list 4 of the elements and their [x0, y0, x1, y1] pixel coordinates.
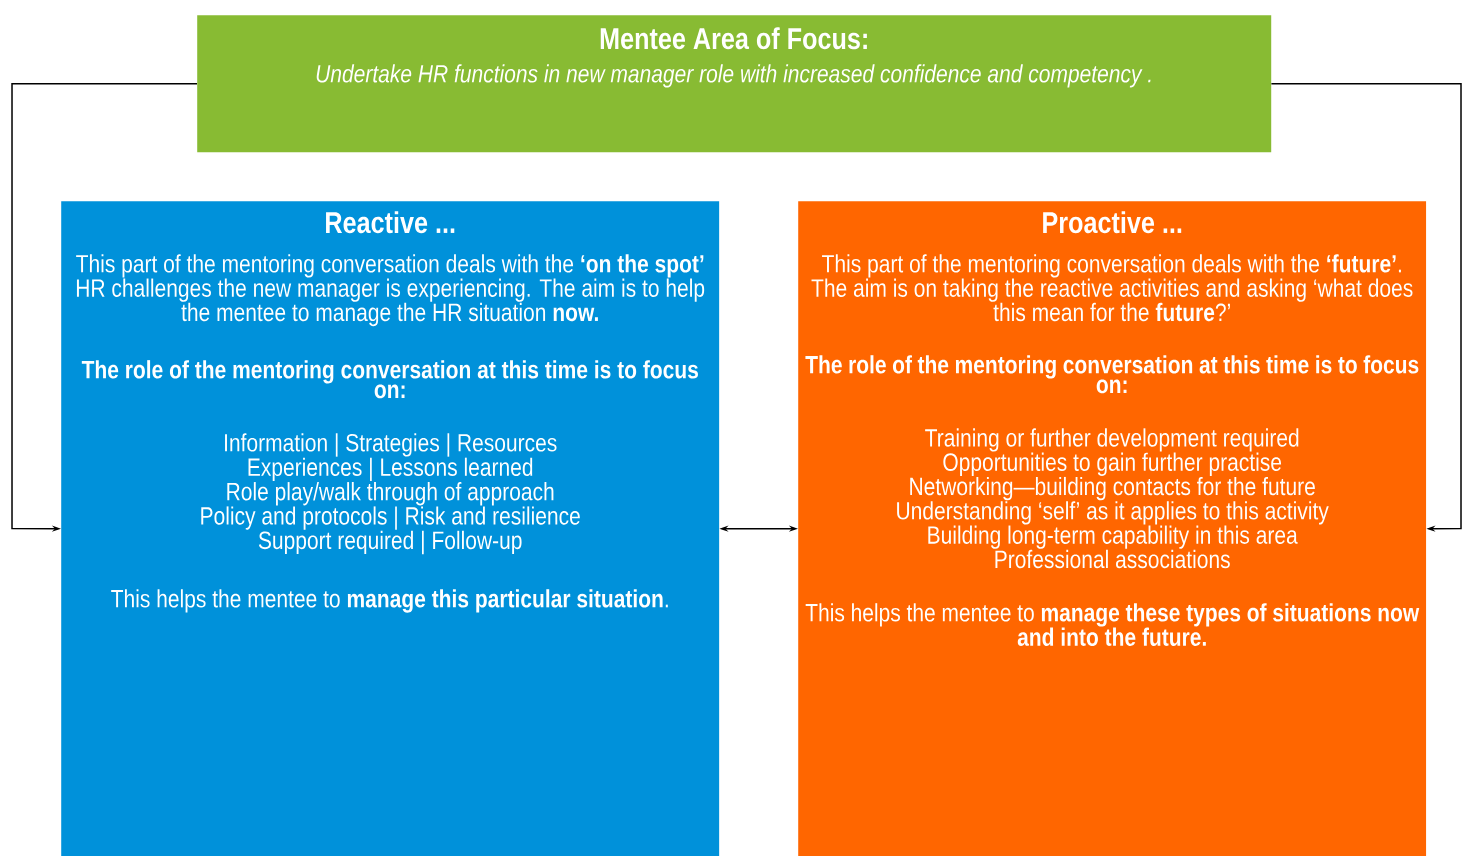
arrow — [1270, 82, 1462, 532]
heading-banner: Mentee Area of Focus: Undertake HR functions in new manager role with increased confidence and competency . — [197, 15, 1272, 153]
text-panel: Proactive ... This part of the mentoring conversation deals with the ‘future’. The aim is on taking the reactive activities and asking ‘what does this mean for the future?’ The role of the mentoring conversation at this time is to focus on: Training or further development required Opportunities to gain further practise Networking—building contacts for the future Understanding ‘self’ as it applies to this activity Building long-term capability in this area Professional associations This helps the mentee to manage these types of situations now and into the future. — [798, 201, 1427, 856]
text-panel: Reactive ... This part of the mentoring conversation deals with the ‘on the spot’ HR challenges the new manager is experiencing. The aim is to help the mentee to manage the HR situation now. The role of the mentoring conversation at this time is to focus on: Information | Strategies | Resources Experiences | Lessons learned Role play/walk through of approach Policy and protocols | Risk and resilience Support required | Follow-up This helps the mentee to manage this particular situation. — [61, 201, 720, 856]
